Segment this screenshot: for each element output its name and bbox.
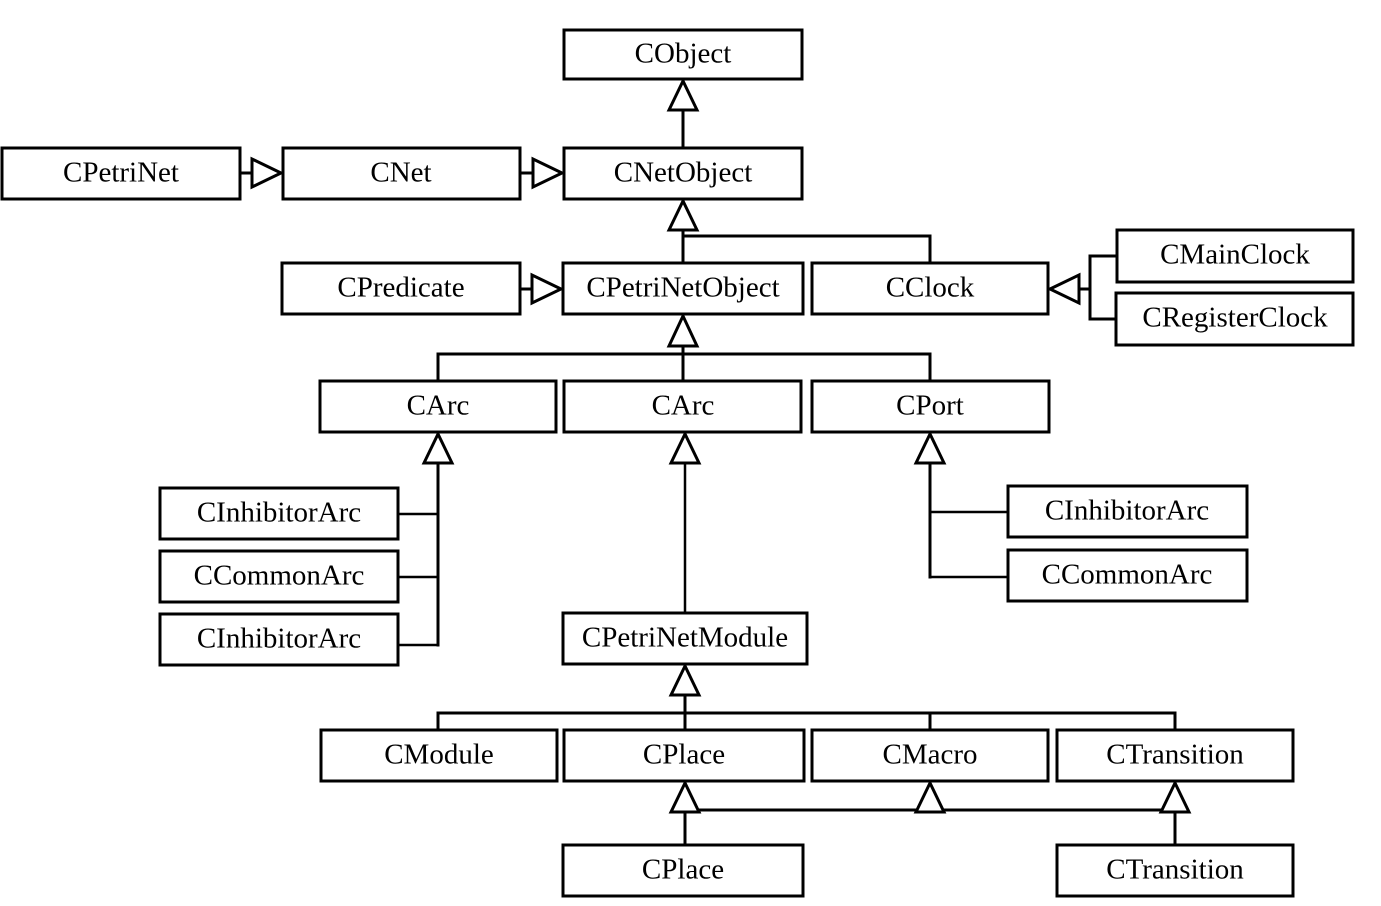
class-label-carc-left: CArc (407, 390, 470, 422)
generalization-arrow-cpredicate-to-cpetrinetobject (530, 272, 565, 306)
generalization-arrow-to-cmacro (913, 779, 947, 814)
generalization-arrow-to-cobject (666, 77, 700, 112)
class-box-cnetobject[interactable]: CNetObject (562, 146, 804, 201)
class-box-cinhibitorarc-right[interactable]: CInhibitorArc (1006, 484, 1249, 539)
class-box-cmacro[interactable]: CMacro (810, 728, 1050, 783)
class-label-ccommonarc-left: CCommonArc (194, 560, 365, 592)
generalization-arrow-to-carc-left (421, 430, 455, 465)
class-label-cplace-top: CPlace (643, 739, 725, 771)
class-label-ctransition-bottom: CTransition (1106, 854, 1244, 886)
class-box-ctransition-top[interactable]: CTransition (1055, 728, 1295, 783)
class-box-cmainclock[interactable]: CMainClock (1115, 228, 1355, 284)
generalization-arrow-cpetrinet-to-cnet (250, 156, 285, 190)
class-box-cplace-top[interactable]: CPlace (562, 728, 806, 783)
arrowhead-layer (250, 77, 1192, 814)
edge-carc-left-riser (436, 352, 685, 383)
generalization-arrow-to-cclock (1046, 272, 1081, 306)
edge-cclock-riser (681, 224, 932, 265)
class-label-cregisterclock: CRegisterClock (1142, 302, 1328, 334)
class-label-cpetrinetobject: CPetriNetObject (586, 272, 779, 304)
class-box-carc-mid[interactable]: CArc (562, 379, 803, 434)
class-box-cmodule[interactable]: CModule (319, 728, 559, 783)
generalization-arrow-to-cport (913, 430, 947, 465)
class-box-layer: CObject CPetriNet CNet CNetObject CPredi… (0, 28, 1355, 898)
class-box-cpetrinetobject[interactable]: CPetriNetObject (561, 261, 805, 316)
edge-cmacro-riser (683, 711, 932, 732)
class-label-cmainclock: CMainClock (1160, 239, 1310, 271)
class-label-cinhibitorarc-left-2: CInhibitorArc (197, 623, 361, 655)
edge-cmodule-riser (436, 711, 687, 732)
class-box-cinhibitorarc-left-1[interactable]: CInhibitorArc (158, 486, 400, 541)
class-label-cpredicate: CPredicate (337, 272, 464, 304)
class-label-cport: CPort (896, 390, 964, 422)
class-label-cinhibitorarc-left-1: CInhibitorArc (197, 497, 361, 529)
class-label-carc-mid: CArc (652, 390, 715, 422)
edge-cmainclock-branch (1088, 254, 1119, 321)
class-box-cregisterclock[interactable]: CRegisterClock (1114, 291, 1355, 347)
class-label-cmodule: CModule (384, 739, 494, 771)
class-label-cnet: CNet (370, 157, 431, 189)
class-label-cclock: CClock (886, 272, 975, 304)
class-label-cpetrinetmodule: CPetriNetModule (582, 622, 788, 654)
generalization-arrow-to-cnetobject (666, 197, 700, 232)
class-box-cobject[interactable]: CObject (562, 28, 804, 81)
class-label-ccommonarc-right: CCommonArc (1042, 559, 1213, 591)
class-label-cobject: CObject (635, 38, 732, 70)
generalization-arrow-to-cpetrinetmodule (668, 662, 702, 697)
class-label-cplace-bottom: CPlace (642, 854, 724, 886)
class-label-cpetrinet: CPetriNet (63, 157, 179, 189)
generalization-arrow-to-carc-mid (668, 430, 702, 465)
class-box-cport[interactable]: CPort (810, 379, 1051, 434)
class-label-cinhibitorarc-right: CInhibitorArc (1045, 495, 1209, 527)
edge-ctransition-top-riser (683, 690, 1177, 732)
class-box-cinhibitorarc-left-2[interactable]: CInhibitorArc (158, 612, 400, 667)
class-box-ctransition-bottom[interactable]: CTransition (1055, 843, 1295, 898)
class-box-cpetrinet[interactable]: CPetriNet (0, 146, 242, 201)
class-label-cmacro: CMacro (882, 739, 977, 771)
generalization-arrow-to-ctransition-top (1158, 779, 1192, 814)
generalization-arrow-to-cpetrinetobject (666, 312, 700, 348)
class-box-carc-left[interactable]: CArc (318, 379, 558, 434)
generalization-arrow-cnet-to-cnetobject (531, 156, 566, 190)
class-box-cplace-bottom[interactable]: CPlace (561, 843, 805, 898)
class-box-cnet[interactable]: CNet (281, 146, 522, 201)
class-box-ccommonarc-left[interactable]: CCommonArc (158, 549, 400, 604)
class-label-ctransition-top: CTransition (1106, 739, 1244, 771)
class-box-cclock[interactable]: CClock (810, 261, 1050, 316)
class-box-cpetrinetmodule[interactable]: CPetriNetModule (561, 611, 809, 666)
class-label-cnetobject: CNetObject (614, 157, 753, 189)
class-box-ccommonarc-right[interactable]: CCommonArc (1006, 548, 1249, 603)
connector-layer (238, 105, 1177, 847)
edge-cport-riser (681, 342, 932, 383)
class-box-cpredicate[interactable]: CPredicate (280, 261, 522, 316)
generalization-arrow-to-cplace-top (668, 779, 702, 814)
